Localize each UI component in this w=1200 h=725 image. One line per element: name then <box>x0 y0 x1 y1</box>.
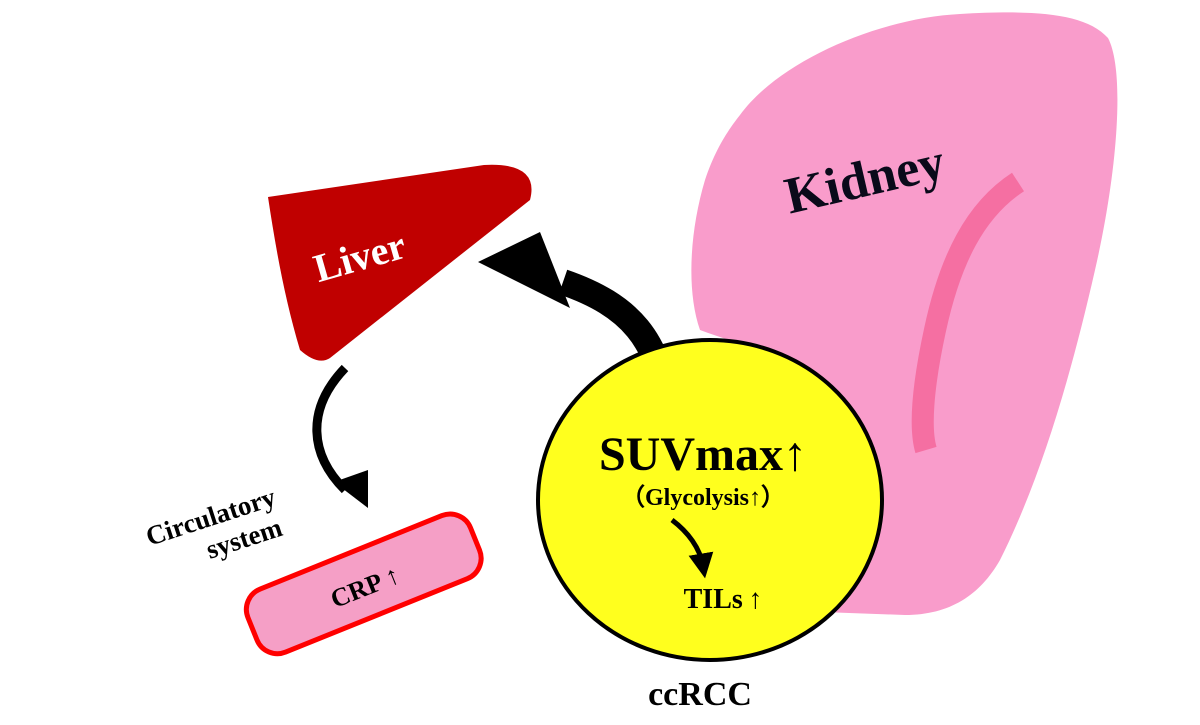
kidney-shape <box>691 12 1118 615</box>
glycolysis-label: （Glycolysis↑） <box>621 484 785 511</box>
circulatory-system-label: Circulatory system <box>142 481 286 564</box>
tumor: SUVmax↑ （Glycolysis↑） TILs ↑ <box>536 338 884 662</box>
kidney-stripe <box>911 172 1025 454</box>
tils-label: TILs ↑ <box>684 584 763 615</box>
glycolysis-to-tils-arrow <box>670 518 714 579</box>
liver-to-vessel-arrow <box>312 364 368 508</box>
blood-vessel: CRP ↑ <box>243 511 484 657</box>
tumor-circle <box>536 338 884 662</box>
vessel-shape <box>243 511 484 657</box>
ccrcc-label: ccRCC <box>648 676 752 713</box>
liver-shape <box>268 164 532 361</box>
suvmax-label: SUVmax↑ <box>599 428 807 481</box>
kidney: Kidney <box>691 12 1118 615</box>
liver: Liver <box>268 164 532 361</box>
